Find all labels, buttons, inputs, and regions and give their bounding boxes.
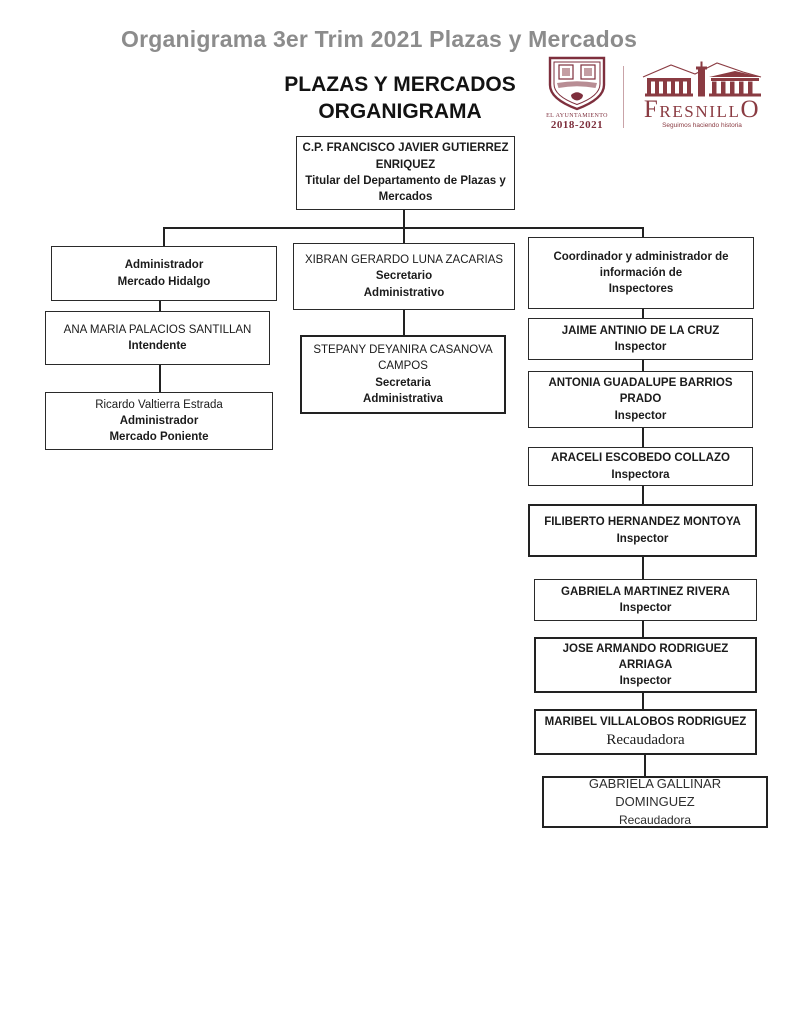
node-line: CAMPOS — [378, 360, 428, 373]
node-line: ARACELI ESCOBEDO COLLAZO — [551, 452, 730, 465]
chart-heading-line1: PLAZAS Y MERCADOS — [284, 73, 516, 96]
node-line: Secretario — [375, 270, 433, 283]
org-node-recaudadora-maribel: MARIBEL VILLALOBOS RODRIGUEZ Recaudadora — [534, 709, 757, 755]
fresnillo-logo: FRESNILLO Seguimos haciendo historia — [631, 60, 773, 129]
node-line: Administrador — [124, 259, 204, 272]
node-line: PRADO — [619, 393, 662, 406]
connector-right-5-6 — [642, 557, 644, 579]
node-line: información de — [599, 266, 683, 279]
connector-titular-down — [403, 210, 405, 228]
fresnillo-wordmark: FRESNILLO — [631, 97, 773, 122]
connector-mid-drop — [403, 227, 405, 243]
fresnillo-wordmark-mid: RESNILL — [659, 102, 741, 121]
node-line: Inspector — [619, 602, 672, 614]
connector-right-drop — [642, 227, 644, 237]
org-node-secretario-administrativo: XIBRAN GERARDO LUNA ZACARIAS Secretario … — [293, 243, 515, 310]
node-line: Mercados — [378, 191, 433, 204]
connector-right-2-3 — [642, 360, 644, 371]
node-line: JAIME ANTINIO DE LA CRUZ — [561, 324, 720, 337]
node-line: Inspectora — [611, 468, 670, 481]
node-line: FILIBERTO HERNANDEZ MONTOYA — [544, 516, 741, 529]
node-line: JOSE ARMANDO RODRIGUEZ ARRIAGA — [562, 642, 729, 671]
node-line: Administrador — [119, 414, 199, 427]
node-line: STEPANY DEYANIRA CASANOVA — [313, 343, 493, 356]
fresnillo-wordmark-o: O — [740, 96, 761, 123]
node-line: Mercado Poniente — [109, 431, 209, 444]
connector-right-3-4 — [642, 428, 644, 447]
connector-left-2-3 — [159, 365, 161, 392]
aqueduct-building-icon — [631, 60, 773, 100]
logo-divider — [623, 66, 624, 128]
fresnillo-tagline: Seguimos haciendo historia — [662, 122, 742, 129]
connector-right-8-9 — [644, 755, 646, 776]
org-node-titular: C.P. FRANCISCO JAVIER GUTIERREZ ENRIQUEZ… — [296, 136, 515, 210]
connector-mid-1-2 — [403, 310, 405, 335]
node-line: Secretaria — [375, 376, 431, 389]
node-line: ENRIQUEZ — [375, 158, 436, 171]
org-node-inspector-jose-armando: JOSE ARMANDO RODRIGUEZ ARRIAGA Inspector — [534, 637, 757, 693]
org-node-admin-mercado-poniente: Ricardo Valtierra Estrada Administrador … — [45, 392, 273, 450]
org-node-intendente: ANA MARIA PALACIOS SANTILLAN Intendente — [45, 311, 270, 365]
org-node-recaudadora-gabriela-gallinar: GABRIELA GALLINAR DOMINGUEZ Recaudadora — [542, 776, 768, 828]
node-line: Titular del Departamento de Plazas y — [305, 175, 506, 187]
org-node-admin-mercado-hidalgo: Administrador Mercado Hidalgo — [51, 246, 277, 301]
node-line: GABRIELA GALLINAR DOMINGUEZ — [588, 776, 722, 810]
connector-left-drop — [163, 227, 165, 246]
connector-right-1-2 — [642, 309, 644, 318]
org-node-inspector-filiberto: FILIBERTO HERNANDEZ MONTOYA Inspector — [528, 504, 757, 557]
node-line: Administrativo — [363, 286, 445, 299]
org-node-coordinador-inspectores: Coordinador y administrador de informaci… — [528, 237, 754, 309]
ayuntamiento-logo: EL AYUNTAMIENTO 2018-2021 — [540, 56, 614, 131]
node-line: Inspector — [616, 532, 669, 545]
node-line: Inspector — [619, 675, 672, 688]
node-line: ANA MARIA PALACIOS SANTILLAN — [63, 323, 252, 336]
connector-right-6-7 — [642, 621, 644, 637]
page-title: Organigrama 3er Trim 2021 Plazas y Merca… — [121, 26, 638, 52]
node-line: Inspectores — [608, 283, 674, 296]
connector-right-4-5 — [642, 486, 644, 504]
node-line: C.P. FRANCISCO JAVIER GUTIERREZ — [302, 142, 509, 155]
node-line: ANTONIA GUADALUPE BARRIOS — [548, 377, 733, 389]
node-line: GABRIELA MARTINEZ RIVERA — [561, 585, 730, 598]
node-line: Recaudadora — [618, 812, 692, 827]
fresnillo-wordmark-f: F — [643, 96, 660, 123]
node-line: Intendente — [128, 340, 187, 352]
node-line: Recaudadora — [606, 731, 685, 748]
org-node-secretaria-administrativa: STEPANY DEYANIRA CASANOVA CAMPOS Secreta… — [300, 335, 506, 414]
municipal-shield-icon — [540, 56, 614, 112]
node-line: Inspector — [614, 341, 667, 353]
node-line: Coordinador y administrador de — [553, 250, 729, 263]
connector-right-7-8 — [642, 693, 644, 709]
node-line: Ricardo Valtierra Estrada — [95, 398, 223, 411]
node-line: Inspector — [614, 409, 667, 422]
node-line: Mercado Hidalgo — [117, 275, 211, 288]
org-node-inspector-jaime: JAIME ANTINIO DE LA CRUZ Inspector — [528, 318, 753, 360]
node-line: XIBRAN GERARDO LUNA ZACARIAS — [304, 254, 504, 266]
org-node-inspectora-araceli: ARACELI ESCOBEDO COLLAZO Inspectora — [528, 447, 753, 486]
chart-heading-line2: ORGANIGRAMA — [318, 100, 482, 123]
connector-left-1-2 — [159, 301, 161, 311]
chart-heading: PLAZAS Y MERCADOS ORGANIGRAMA — [250, 71, 550, 125]
crest-years: 2018-2021 — [550, 119, 604, 131]
node-line: Administrativa — [363, 392, 443, 405]
org-node-inspector-antonia: ANTONIA GUADALUPE BARRIOS PRADO Inspecto… — [528, 371, 753, 428]
crest-caption: EL AYUNTAMIENTO — [546, 113, 608, 119]
node-line: MARIBEL VILLALOBOS RODRIGUEZ — [544, 716, 747, 729]
org-node-inspector-gabriela-martinez: GABRIELA MARTINEZ RIVERA Inspector — [534, 579, 757, 621]
